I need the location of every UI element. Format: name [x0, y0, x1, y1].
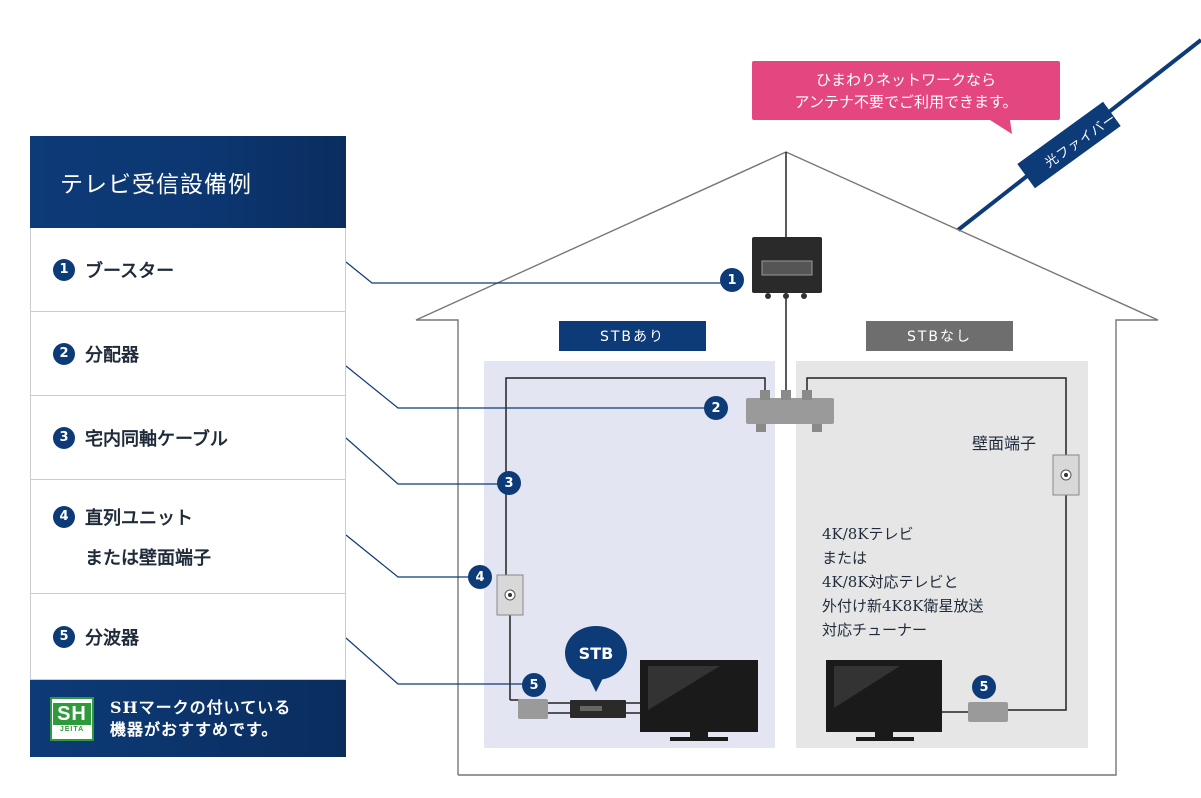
promo-callout: ひまわりネットワークなら アンテナ不要でご利用できます。 — [752, 61, 1060, 120]
tag-with-stb: STBあり — [559, 321, 706, 351]
legend-number: 4 — [53, 505, 75, 528]
callout-line1: ひまわりネットワークなら — [815, 70, 996, 89]
legend-number: 5 — [53, 625, 75, 648]
tv-description: 4K/8Kテレビ または 4K/8K対応テレビと 外付け新4K8K衛星放送 対応… — [822, 522, 984, 642]
tv-desc-line: 対応チューナー — [822, 621, 928, 639]
legend-label: ブースター — [85, 260, 175, 282]
series-unit-left — [496, 574, 524, 616]
legend-label: 分配器 — [85, 344, 139, 366]
badge-splitter: 2 — [704, 396, 728, 420]
booster-device — [752, 237, 822, 299]
legend-item-booster: 1 ブースター — [30, 228, 346, 312]
legend-label: 宅内同軸ケーブル — [85, 428, 228, 450]
sh-note-line2: 機器がおすすめです。 — [110, 719, 279, 739]
tv-left — [640, 660, 758, 741]
tv-desc-line: 4K/8Kテレビ — [822, 525, 914, 543]
badge-booster: 1 — [720, 268, 744, 292]
house-outline — [415, 151, 1159, 776]
tv-desc-line: または — [822, 549, 868, 567]
tv-right — [826, 660, 942, 741]
wall-terminal-right — [1052, 454, 1080, 496]
legend-number: 1 — [53, 258, 75, 281]
sh-logo-text: SH — [53, 702, 91, 725]
diplexer-right — [968, 702, 1008, 722]
stb-box — [570, 700, 626, 718]
legend-item-series-unit: 4 直列ユニット または壁面端子 — [30, 480, 346, 594]
sh-note-line1: SHマークの付いている — [110, 697, 292, 717]
sh-logo-sub: JEITA — [59, 725, 85, 733]
stb-bubble: STB — [565, 626, 627, 680]
tv-desc-line: 4K/8K対応テレビと — [822, 573, 959, 591]
splitter-device — [746, 390, 834, 432]
wall-terminal-label: 壁面端子 — [972, 434, 1037, 453]
legend-item-splitter: 2 分配器 — [30, 312, 346, 396]
callout-line2: アンテナ不要でご利用できます。 — [794, 92, 1018, 111]
legend-label: 分波器 — [85, 627, 139, 649]
badge-cable: 3 — [497, 471, 521, 495]
legend-label-line2: または壁面端子 — [85, 547, 211, 569]
legend-item-cable: 3 宅内同軸ケーブル — [30, 396, 346, 480]
legend-label: 直列ユニット — [85, 507, 193, 529]
fiber-label-band — [1017, 101, 1121, 189]
tv-desc-line: 外付け新4K8K衛星放送 — [822, 597, 984, 615]
badge-diplexer-right: 5 — [972, 675, 996, 699]
panel-title: テレビ受信設備例 — [30, 136, 346, 228]
badge-diplexer-left: 5 — [522, 673, 546, 697]
sh-mark-logo: SH JEITA — [50, 696, 94, 741]
callout-tail — [990, 120, 1012, 134]
diplexer-left — [518, 699, 548, 719]
legend-number: 3 — [53, 426, 75, 449]
badge-series-unit: 4 — [468, 565, 492, 589]
legend-number: 2 — [53, 342, 75, 365]
sh-mark-note: SH JEITA SHマークの付いている 機器がおすすめです。 — [30, 680, 346, 757]
tag-without-stb: STBなし — [866, 321, 1013, 351]
legend-item-diplexer: 5 分波器 — [30, 594, 346, 680]
